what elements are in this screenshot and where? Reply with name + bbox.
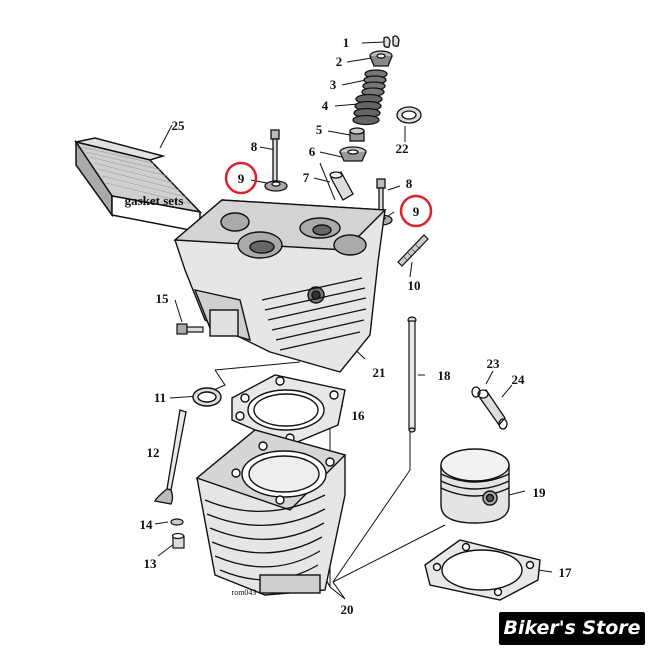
head-gasket bbox=[231, 374, 346, 446]
cylinder-head bbox=[173, 199, 387, 373]
watermark-badge bbox=[499, 612, 645, 645]
pushrod bbox=[407, 316, 417, 433]
leader-lines bbox=[154, 41, 553, 600]
watermark-text: Biker's Store bbox=[503, 617, 641, 639]
stud bbox=[397, 234, 429, 267]
label-7: 7 bbox=[303, 170, 310, 185]
label-23: 23 bbox=[487, 356, 501, 371]
label-17: 17 bbox=[559, 565, 573, 580]
reference-code: rom043 bbox=[232, 588, 257, 597]
label-9-left: 9 bbox=[238, 171, 245, 186]
label-8-left: 8 bbox=[251, 139, 258, 154]
label-13: 13 bbox=[144, 556, 158, 571]
label-21: 21 bbox=[373, 365, 386, 380]
label-10: 10 bbox=[408, 278, 421, 293]
label-14: 14 bbox=[140, 517, 154, 532]
base-gasket bbox=[424, 539, 541, 601]
label-11: 11 bbox=[154, 390, 166, 405]
label-20: 20 bbox=[341, 602, 354, 617]
piston bbox=[440, 448, 510, 524]
label-4: 4 bbox=[322, 98, 329, 113]
label-24: 24 bbox=[512, 372, 526, 387]
plug bbox=[176, 323, 204, 335]
label-1: 1 bbox=[343, 35, 350, 50]
valve bbox=[154, 409, 187, 505]
label-3: 3 bbox=[330, 77, 337, 92]
label-15: 15 bbox=[156, 291, 170, 306]
cylinder bbox=[195, 429, 347, 596]
valve-train-parts bbox=[329, 35, 422, 201]
label-19: 19 bbox=[533, 485, 547, 500]
label-16: 16 bbox=[352, 408, 366, 423]
highlight-circles bbox=[224, 161, 433, 228]
label-25: 25 bbox=[172, 118, 186, 133]
part-labels: 1 2 3 4 5 6 7 8 8 9 9 10 11 12 13 14 15 … bbox=[125, 35, 572, 617]
gasket-set-box bbox=[74, 137, 203, 233]
label-6: 6 bbox=[309, 144, 316, 159]
label-22: 22 bbox=[396, 141, 409, 156]
piston-pin bbox=[471, 386, 508, 430]
label-2: 2 bbox=[336, 54, 343, 69]
gasket-box-text: gasket sets bbox=[125, 193, 184, 208]
label-12: 12 bbox=[147, 445, 160, 460]
small-parts bbox=[170, 518, 185, 549]
o-ring bbox=[192, 387, 222, 407]
label-9-right: 9 bbox=[413, 204, 420, 219]
label-5: 5 bbox=[316, 122, 323, 137]
label-8-right: 8 bbox=[406, 176, 413, 191]
label-18: 18 bbox=[438, 368, 452, 383]
